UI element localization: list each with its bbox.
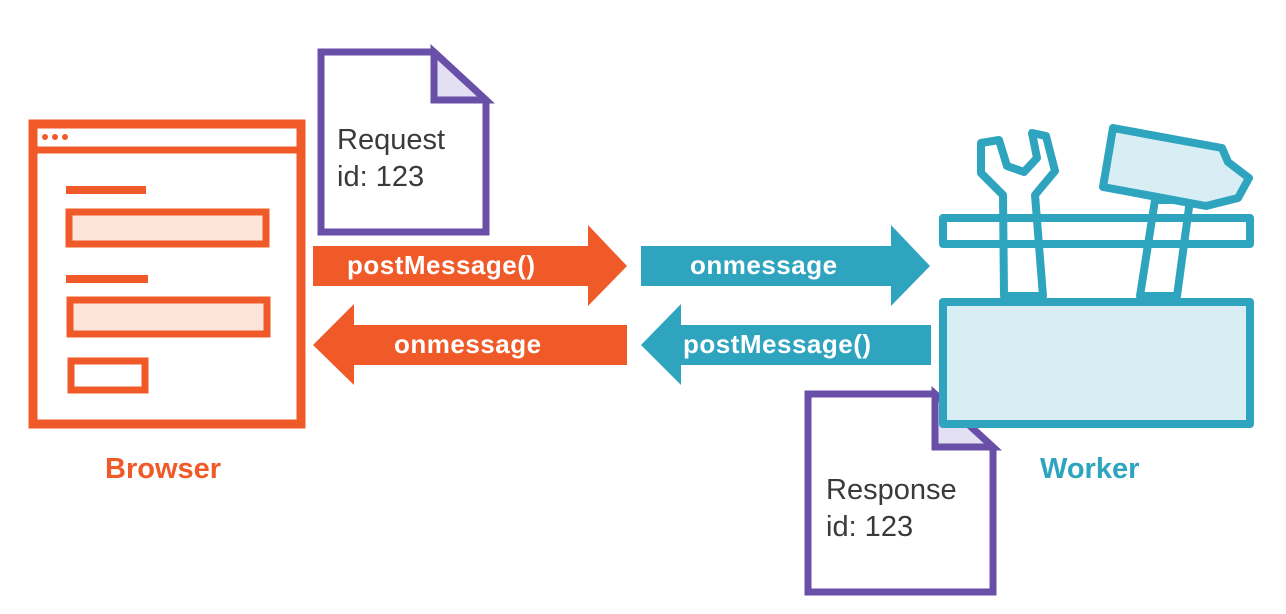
toolbox-icon — [939, 124, 1254, 428]
browser-receive-label: onmessage — [394, 329, 542, 359]
worker-send-arrow — [641, 304, 931, 385]
request-id: id: 123 — [337, 161, 425, 193]
worker-receive-arrow — [641, 225, 930, 306]
worker-label: Worker — [1040, 453, 1140, 485]
worker-receive-label: onmessage — [690, 250, 838, 280]
request-document-icon — [317, 44, 495, 236]
response-id: id: 123 — [826, 511, 914, 543]
browser-window-icon — [28, 119, 306, 429]
response-title: Response — [826, 474, 957, 506]
browser-receive-arrow — [313, 304, 627, 385]
response-document-label: Response id: 123 — [826, 472, 957, 546]
request-title: Request — [337, 124, 446, 156]
worker-send-label: postMessage() — [683, 329, 872, 359]
browser-send-label: postMessage() — [347, 250, 536, 280]
request-document-label: Request id: 123 — [337, 122, 445, 196]
browser-label: Browser — [105, 453, 222, 485]
browser-send-arrow — [313, 225, 627, 306]
